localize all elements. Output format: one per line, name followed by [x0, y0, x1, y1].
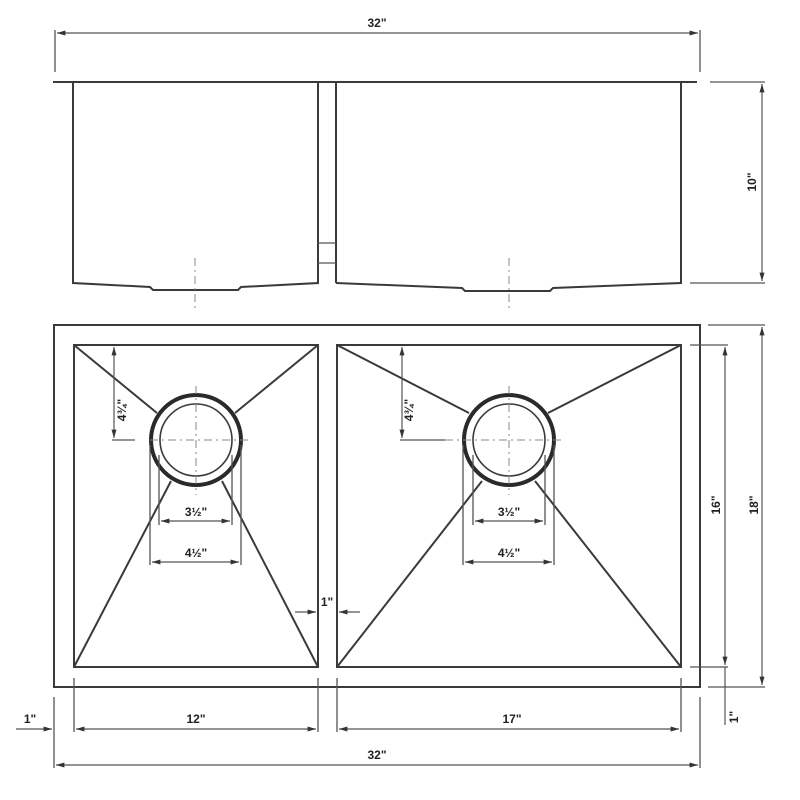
- left-drain-offset-label: 4¾": [115, 399, 129, 421]
- overall-depth-label: 18": [747, 495, 761, 514]
- right-drain-inner-label: 3½": [498, 505, 520, 519]
- side-depth-label: 10": [745, 172, 759, 191]
- right-bowl-outline: [336, 344, 682, 668]
- left-drain-outer-label: 4½": [185, 546, 207, 560]
- right-drain-outer-label: 4½": [498, 546, 520, 560]
- side-width-label: 32": [367, 16, 386, 30]
- front-margin-label: 1": [727, 711, 741, 723]
- side-view: 32" 10": [53, 16, 765, 310]
- right-drain-offset-label: 4¾": [402, 399, 416, 421]
- right-bowl-width-label: 17": [502, 712, 521, 726]
- right-bowl-profile: [335, 82, 682, 292]
- top-width-label: 32": [367, 748, 386, 762]
- outer-flange: [53, 324, 701, 688]
- bowl-depth-label: 16": [709, 495, 723, 514]
- divider-width-label: 1": [321, 595, 333, 609]
- top-view: 4¾" 3½" 4½" 4¾" 3½" 4½" 1": [16, 324, 765, 768]
- left-margin-label: 1": [24, 712, 36, 726]
- left-bowl-outline: [73, 344, 319, 668]
- left-drain-inner-label: 3½": [185, 505, 207, 519]
- left-bowl-width-label: 12": [186, 712, 205, 726]
